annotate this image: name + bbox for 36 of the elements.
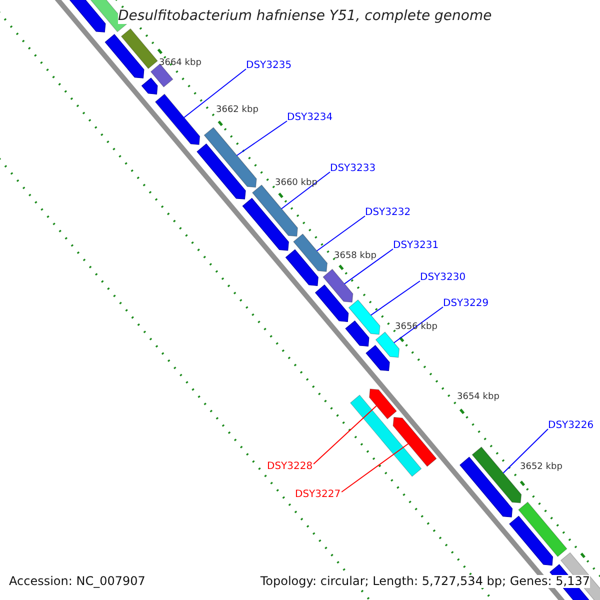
- gene-block: [154, 94, 200, 146]
- gene-label: DSY3234: [287, 112, 333, 123]
- gene-label: DSY3231: [393, 240, 439, 251]
- scale-label: 3652 kbp: [520, 463, 562, 473]
- gene-block: [293, 234, 328, 272]
- gene-block: [375, 332, 400, 358]
- leader-line: [184, 68, 246, 118]
- scale-label: 3660 kbp: [275, 179, 318, 189]
- scale-label: 3664 kbp: [159, 59, 202, 69]
- gene-block: [204, 127, 257, 188]
- gene-block: [322, 268, 354, 303]
- gene-block: [472, 446, 522, 504]
- gene-label: DSY3232: [365, 207, 411, 218]
- gene-label: DSY3229: [443, 298, 489, 309]
- scale-label: 3662 kbp: [216, 106, 258, 116]
- gene-label: DSY3227: [295, 489, 341, 500]
- leader-line: [316, 216, 366, 252]
- accession-text: Accession: NC_007907: [9, 575, 146, 588]
- leader-line: [313, 405, 377, 464]
- gene-block: [252, 184, 298, 237]
- gene-block: [392, 416, 437, 467]
- leader-line: [341, 443, 409, 492]
- leader-line: [236, 120, 288, 156]
- gene-label: DSY3235: [246, 60, 292, 71]
- gene-label: DSY3226: [548, 420, 594, 431]
- leader-line: [502, 428, 548, 474]
- leader-line: [370, 280, 420, 316]
- scale-label: 3654 kbp: [457, 393, 500, 403]
- gene-label: DSY3233: [330, 163, 376, 174]
- scale-label: 3658 kbp: [334, 252, 376, 262]
- genome-summary-text: Topology: circular; Length: 5,727,534 bp; Genes: 5,137: [260, 575, 590, 588]
- gene-block: [348, 299, 380, 335]
- gene-block: [369, 388, 397, 420]
- gene-label: DSY3230: [420, 272, 466, 283]
- diagram-title: Desulfitobacterium hafniense Y51, complete genome: [118, 9, 492, 24]
- gene-label: DSY3228: [267, 461, 313, 472]
